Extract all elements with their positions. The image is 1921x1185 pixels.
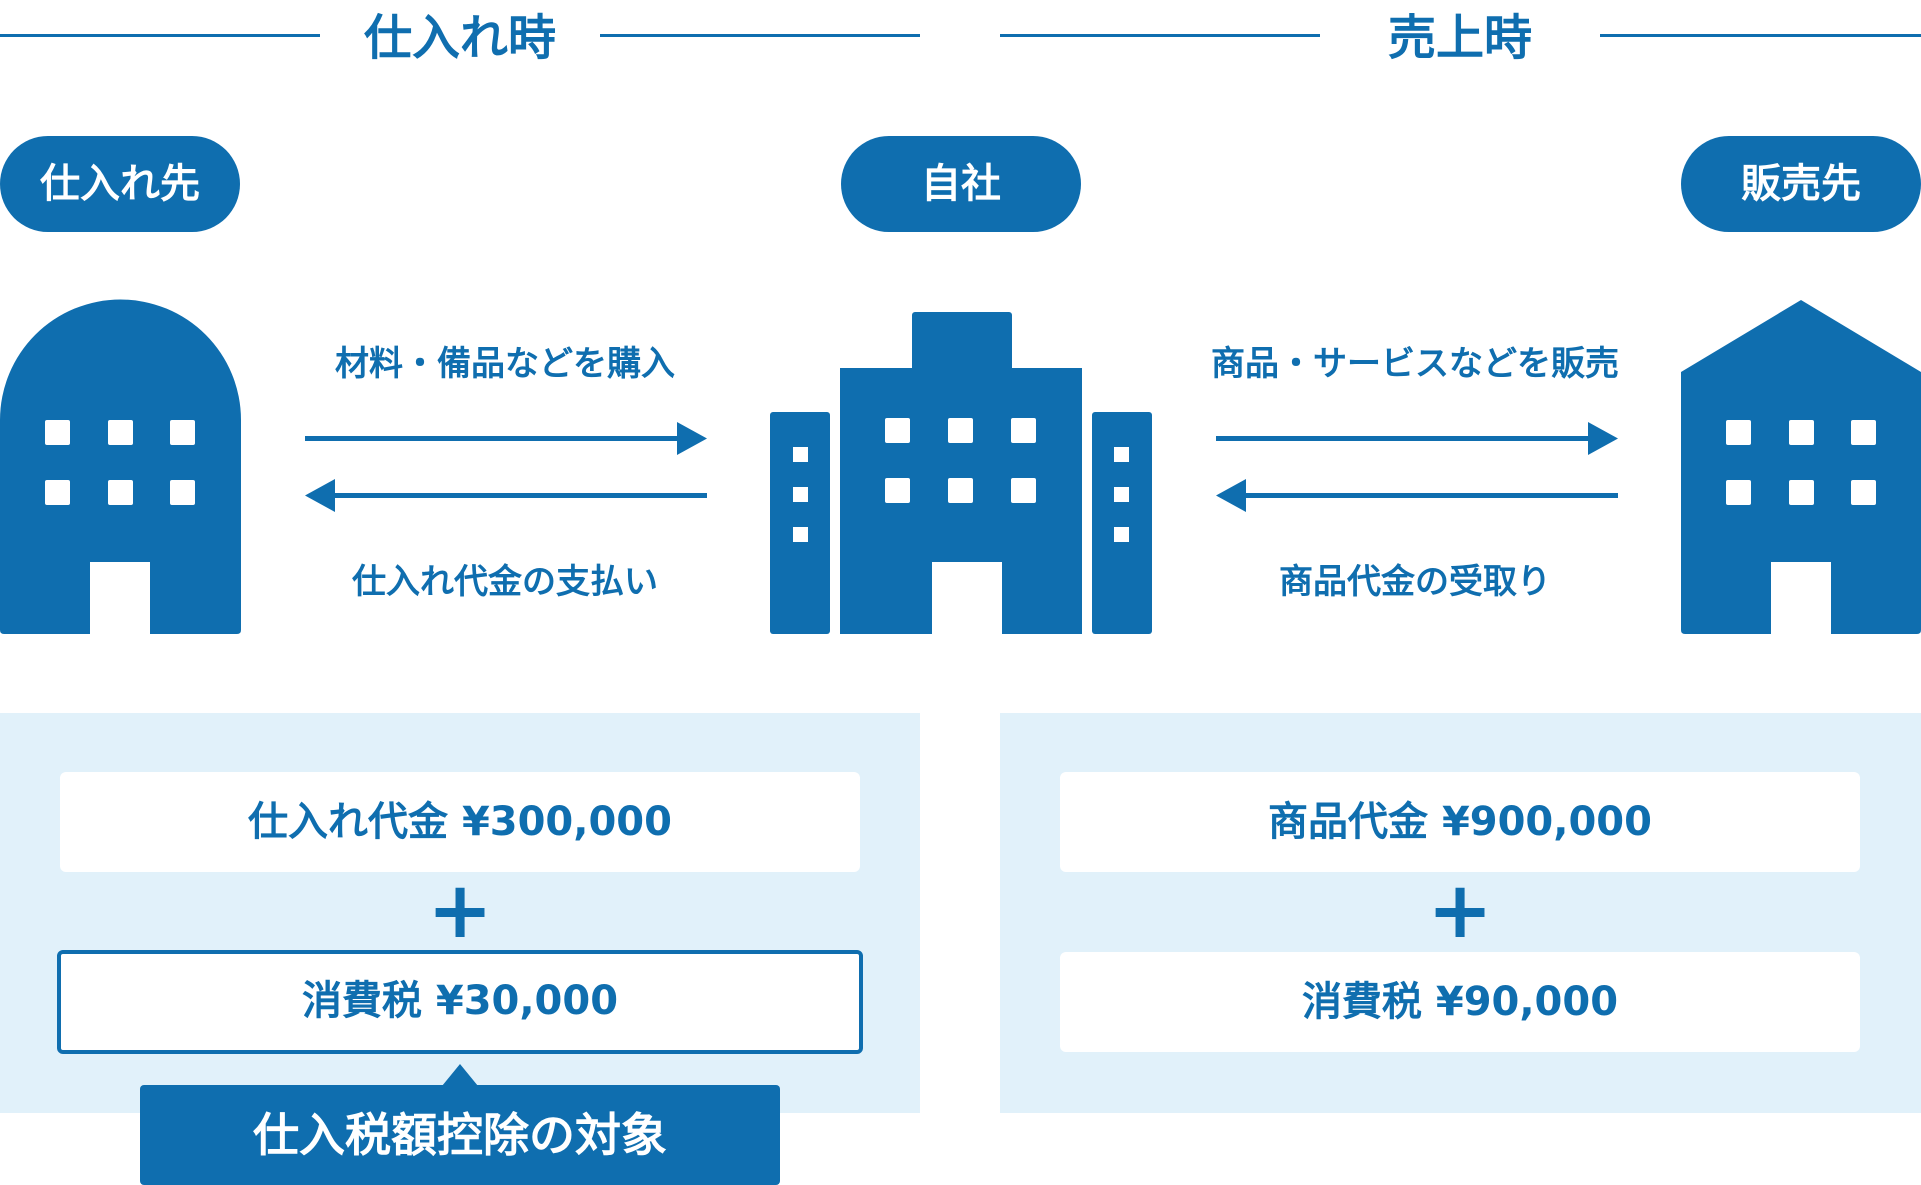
purchase-payment-label: 仕入れ代金の支払い bbox=[352, 562, 658, 602]
sales-title-rule-left bbox=[1000, 34, 1320, 37]
sales-goods-label: 商品・サービスなどを販売 bbox=[1211, 344, 1619, 384]
purchase-price-box: 仕入れ代金 ¥300,000 bbox=[60, 772, 860, 872]
sales-price-box: 商品代金 ¥900,000 bbox=[1060, 772, 1860, 872]
purchase-right-arrow bbox=[305, 422, 707, 455]
domed-building-icon bbox=[0, 299, 241, 634]
sales-title-rule-right bbox=[1600, 34, 1921, 37]
callout-pointer bbox=[442, 1064, 478, 1086]
house-building-icon bbox=[1681, 300, 1921, 634]
purchase-goods-label: 材料・備品などを購入 bbox=[335, 344, 675, 384]
sales-section-title: 売上時 bbox=[1387, 10, 1532, 66]
sales-payment-label: 商品代金の受取り bbox=[1279, 562, 1551, 602]
purchase-title-rule-right bbox=[600, 34, 920, 37]
sales-left-arrow bbox=[1216, 479, 1618, 512]
customer-label: 販売先 bbox=[1681, 136, 1921, 232]
office-complex-icon bbox=[770, 312, 1152, 634]
supplier-label: 仕入れ先 bbox=[0, 136, 240, 232]
company-label: 自社 bbox=[841, 136, 1081, 232]
sales-right-arrow bbox=[1216, 422, 1618, 455]
purchase-left-arrow bbox=[305, 479, 707, 512]
sales-tax-box: 消費税 ¥90,000 bbox=[1060, 952, 1860, 1052]
purchase-section-title: 仕入れ時 bbox=[363, 10, 556, 66]
sales-plus-sign: + bbox=[1427, 866, 1493, 956]
purchase-plus-sign: + bbox=[427, 866, 493, 956]
purchase-tax-box: 消費税 ¥30,000 bbox=[57, 950, 863, 1054]
input-tax-credit-callout: 仕入税額控除の対象 bbox=[140, 1085, 780, 1185]
purchase-title-rule-left bbox=[0, 34, 320, 37]
